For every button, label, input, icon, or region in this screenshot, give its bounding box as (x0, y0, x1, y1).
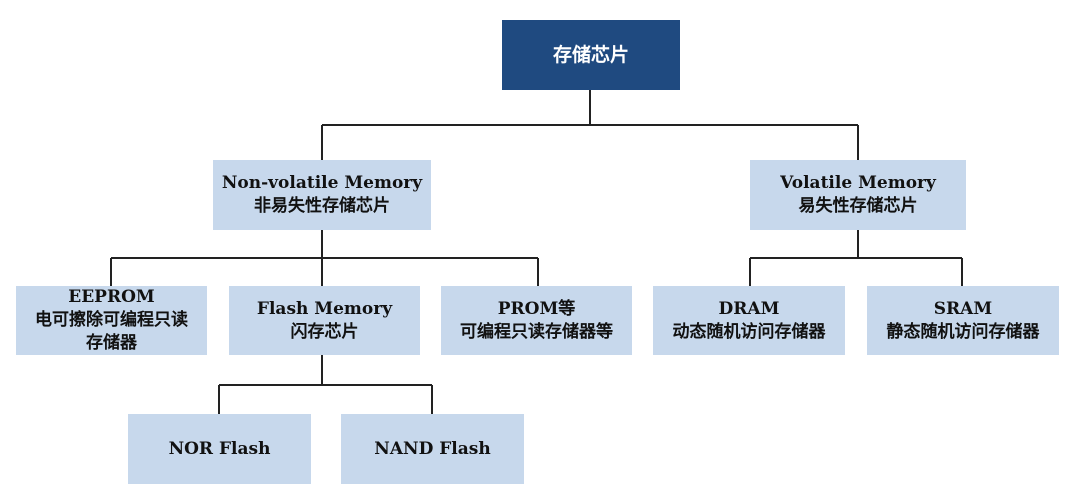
node-dram: DRAM 动态随机访问存储器 (653, 286, 845, 355)
node-flash-chinese: 闪存芯片 (290, 321, 359, 342)
node-storage-chip: 存储芯片 (502, 20, 680, 90)
node-eeprom-english: EEPROM (68, 287, 155, 307)
node-sram-chinese: 静态随机访问存储器 (886, 321, 1040, 342)
node-nand-flash-label: NAND Flash (374, 438, 491, 459)
node-eeprom: EEPROM 电可擦除可编程只读 存储器 (16, 286, 207, 355)
node-storage-chip-label: 存储芯片 (552, 43, 629, 66)
node-sram-english: SRAM (933, 298, 993, 319)
node-sram: SRAM 静态随机访问存储器 (867, 286, 1059, 355)
node-nor-flash-label: NOR Flash (168, 438, 271, 459)
node-prom-english: PROM等 (497, 298, 576, 319)
node-nand-flash: NAND Flash (341, 414, 524, 484)
node-nonvolatile-chinese: 非易失性存储芯片 (254, 196, 390, 216)
node-volatile-english: Volatile Memory (780, 173, 936, 193)
node-flash-memory: Flash Memory 闪存芯片 (229, 286, 420, 355)
node-nor-flash: NOR Flash (128, 414, 311, 484)
node-dram-english: DRAM (718, 298, 780, 319)
node-prom-chinese: 可编程只读存储器等 (460, 321, 613, 342)
node-eeprom-chinese-1: 电可擦除可编程只读 (35, 310, 188, 330)
node-flash-english: Flash Memory (256, 298, 393, 319)
node-prom: PROM等 可编程只读存储器等 (441, 286, 632, 355)
node-volatile-memory: Volatile Memory 易失性存储芯片 (750, 160, 966, 230)
node-nonvolatile-memory: Non-volatile Memory 非易失性存储芯片 (213, 160, 431, 230)
node-eeprom-chinese-2: 存储器 (86, 333, 137, 353)
node-nonvolatile-english: Non-volatile Memory (221, 173, 423, 193)
node-volatile-chinese: 易失性存储芯片 (798, 196, 918, 216)
node-dram-chinese: 动态随机访问存储器 (672, 321, 826, 342)
